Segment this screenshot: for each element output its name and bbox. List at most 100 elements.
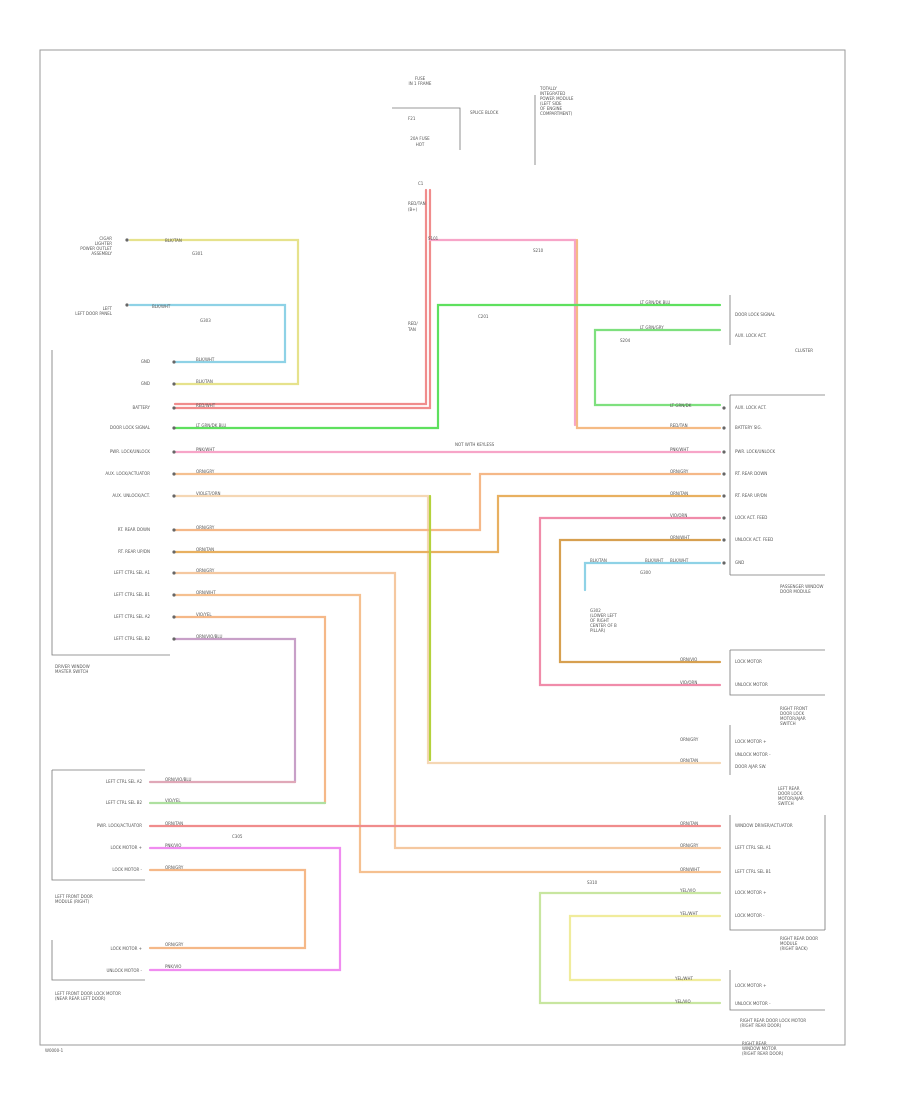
bottom-label-line-0: RIGHT REAR bbox=[742, 1041, 767, 1046]
door-module-wire-3: ORN/GRY bbox=[670, 469, 689, 474]
wire-ctrl-a1 bbox=[173, 571, 722, 850]
door-module-pin-2: PWR. LOCK/UNLOCK bbox=[735, 449, 775, 454]
rr-module-name-line-0: RIGHT REAR DOOR bbox=[780, 936, 818, 941]
gnd-note-line-1: (LOWER LEFT bbox=[590, 613, 617, 618]
gnd-wire-1: BLK/WHT bbox=[645, 558, 664, 563]
tipm-note-line-3: (LEFT SIDE bbox=[540, 101, 562, 106]
left-lock-name-line-1: (NEAR REAR LEFT DOOR) bbox=[55, 996, 106, 1001]
master-pin-6: AUX. UNLOCK/ACT. bbox=[112, 493, 150, 498]
rr-module-wire-3: YEL/VIO bbox=[679, 888, 696, 893]
rf-lock-wire-0: ORN/GRY bbox=[680, 737, 699, 742]
rr-lock-name-line-2: MOTOR/AJAR bbox=[778, 796, 804, 801]
tipm-note-line-1: INTEGRATED bbox=[540, 91, 565, 96]
rr-module-name-line-1: MODULE bbox=[780, 941, 798, 946]
left-lock-name-line-0: LEFT FRONT DOOR LOCK MOTOR bbox=[55, 991, 121, 996]
wire-red-feed bbox=[173, 188, 428, 406]
wire-green-signal bbox=[173, 303, 722, 430]
master-pin-8: RT. REAR UP/DN bbox=[118, 549, 150, 554]
master-pin-7: RT. REAR DOWN bbox=[118, 527, 150, 532]
cigar-lighter-label-line-2: POWER OUTLET bbox=[80, 246, 112, 251]
gnd-note-line-2: OF RIGHT bbox=[590, 618, 610, 623]
left-lock-wire-1: PNK/VIO bbox=[165, 964, 181, 969]
wire-layer bbox=[128, 188, 722, 1005]
wire-lr-orange bbox=[148, 868, 307, 950]
rr-module-pin-2: LEFT CTRL SEL B1 bbox=[735, 869, 772, 874]
gnd-wire-0: BLK/TAN bbox=[590, 558, 607, 563]
master-pin-dot-7 bbox=[172, 528, 176, 532]
right-top-pin-1: AUX. LOCK ACT. bbox=[735, 333, 767, 338]
master-wire-6: VIOLET/ORN bbox=[196, 491, 221, 496]
rr-module-ref: S310 bbox=[587, 880, 598, 885]
wire-lr-magenta bbox=[148, 846, 342, 972]
door-module-dot-2 bbox=[722, 450, 726, 454]
left-lock-pin-1: UNLOCK MOTOR - bbox=[106, 968, 142, 973]
wire-mid-label-line-1: TAN bbox=[407, 327, 416, 332]
master-wire-9: ORN/GRY bbox=[196, 568, 215, 573]
master-pin-3: DOOR LOCK SIGNAL bbox=[110, 425, 151, 430]
wire-red-battery bbox=[173, 188, 432, 410]
rr-lock-pin-0: LOCK MOTOR + bbox=[735, 983, 767, 988]
left-rear-wire-2: ORN/TAN bbox=[165, 821, 183, 826]
left-rear-pin-2: PWR. LOCK/ACTUATOR bbox=[97, 823, 142, 828]
master-pin-dot-0 bbox=[172, 360, 176, 364]
master-pin-dot-5 bbox=[172, 472, 176, 476]
master-wire-12: ORN/VIO/BLU bbox=[196, 634, 222, 639]
pin2-wire: BLK/WHT bbox=[152, 304, 171, 309]
component-blocks bbox=[51, 95, 826, 1011]
rr-module-bracket bbox=[729, 815, 826, 931]
fuse-amp: 20A FUSE bbox=[410, 136, 430, 141]
left-rear-ref: C305 bbox=[232, 834, 243, 839]
door-module-pin-6: UNLOCK ACT. FEED bbox=[735, 537, 773, 542]
rr-module-wire-4: YEL/WHT bbox=[679, 911, 699, 916]
gnd-note-line-3: CENTER OF B bbox=[590, 623, 617, 628]
right-top-wire-1: LT GRN/GRY bbox=[640, 325, 664, 330]
rr-lock-name-line-0: LEFT REAR bbox=[778, 786, 800, 791]
master-switch-name-line-1: MASTER SWITCH bbox=[55, 669, 88, 674]
wire-orange-rr-up bbox=[173, 494, 722, 554]
rr-lock-wire-0: YEL/WHT bbox=[674, 976, 694, 981]
wire-ctrl-a2 bbox=[173, 615, 327, 805]
master-switch-bracket bbox=[51, 350, 170, 656]
fuse-box bbox=[392, 107, 461, 150]
master-wire-11: VIO/YEL bbox=[196, 612, 212, 617]
wire-leftdoor bbox=[128, 303, 287, 364]
fuse-ref: SPLICE BLOCK bbox=[470, 110, 499, 115]
wire-orange-auxunlock bbox=[173, 494, 722, 765]
wire-mid-label-line-0: RED/ bbox=[408, 321, 418, 326]
left-lock-bracket bbox=[51, 940, 145, 981]
rr-lock-name-line-1: DOOR LOCK bbox=[778, 791, 802, 796]
left-rear-pin-1: LEFT CTRL SEL B2 bbox=[106, 800, 143, 805]
left-rear-wire-4: ORN/GRY bbox=[165, 865, 184, 870]
door-module-mid-label: NOT WITH KEYLESS bbox=[455, 442, 495, 447]
door-module-pin-5: LOCK ACT. FEED bbox=[735, 515, 767, 520]
left-lock-pin-0: LOCK MOTOR + bbox=[110, 946, 142, 951]
rr-lock-name-line-3: SWITCH bbox=[778, 801, 794, 806]
lr-module-bracket bbox=[51, 769, 145, 881]
door-module-name-line-0: PASSENGER WINDOW bbox=[780, 584, 824, 589]
right-top-pin-0: DOOR LOCK SIGNAL bbox=[735, 312, 776, 317]
door-module-dot-6 bbox=[722, 538, 726, 542]
tipm-note-line-4: OF ENGINE bbox=[540, 106, 563, 111]
rr-lock-wire-1: YEL/VIO bbox=[674, 999, 691, 1004]
wire-top-label-line-1: (B+) bbox=[408, 207, 418, 212]
master-pin-dot-12 bbox=[172, 637, 176, 641]
gnd-ref: G300 bbox=[640, 570, 651, 575]
door-module-wire-1: RED/TAN bbox=[670, 423, 688, 428]
pin2-ref: G303 bbox=[200, 318, 211, 323]
wire-rr-yel-wht bbox=[568, 914, 722, 982]
left-rear-wire-3: PNK/VIO bbox=[165, 843, 181, 848]
wire-rr-yel-vio bbox=[538, 891, 722, 1005]
lock-motor-pin-0: LOCK MOTOR bbox=[735, 659, 762, 664]
bottom-label-line-1: WINDOW MOTOR bbox=[742, 1046, 777, 1051]
rf-lock-pin-0: LOCK MOTOR + bbox=[735, 739, 767, 744]
master-pin-dot-6 bbox=[172, 494, 176, 498]
master-pin-11: LEFT CTRL SEL A2 bbox=[114, 614, 151, 619]
master-pin-4: PWR. LOCK/UNLOCK bbox=[110, 449, 150, 454]
left-rear-pin-4: LOCK MOTOR - bbox=[112, 867, 142, 872]
rr-lock-bracket bbox=[729, 970, 825, 1011]
fuse-amp2: HOT bbox=[416, 142, 425, 147]
tipm-note-line-0: TOTALLY bbox=[539, 86, 557, 91]
master-wire-2: RED/WHT bbox=[196, 403, 216, 408]
rr-module-wire-2: ORN/WHT bbox=[680, 867, 700, 872]
gnd-note-line-4: PILLAR) bbox=[590, 628, 606, 633]
